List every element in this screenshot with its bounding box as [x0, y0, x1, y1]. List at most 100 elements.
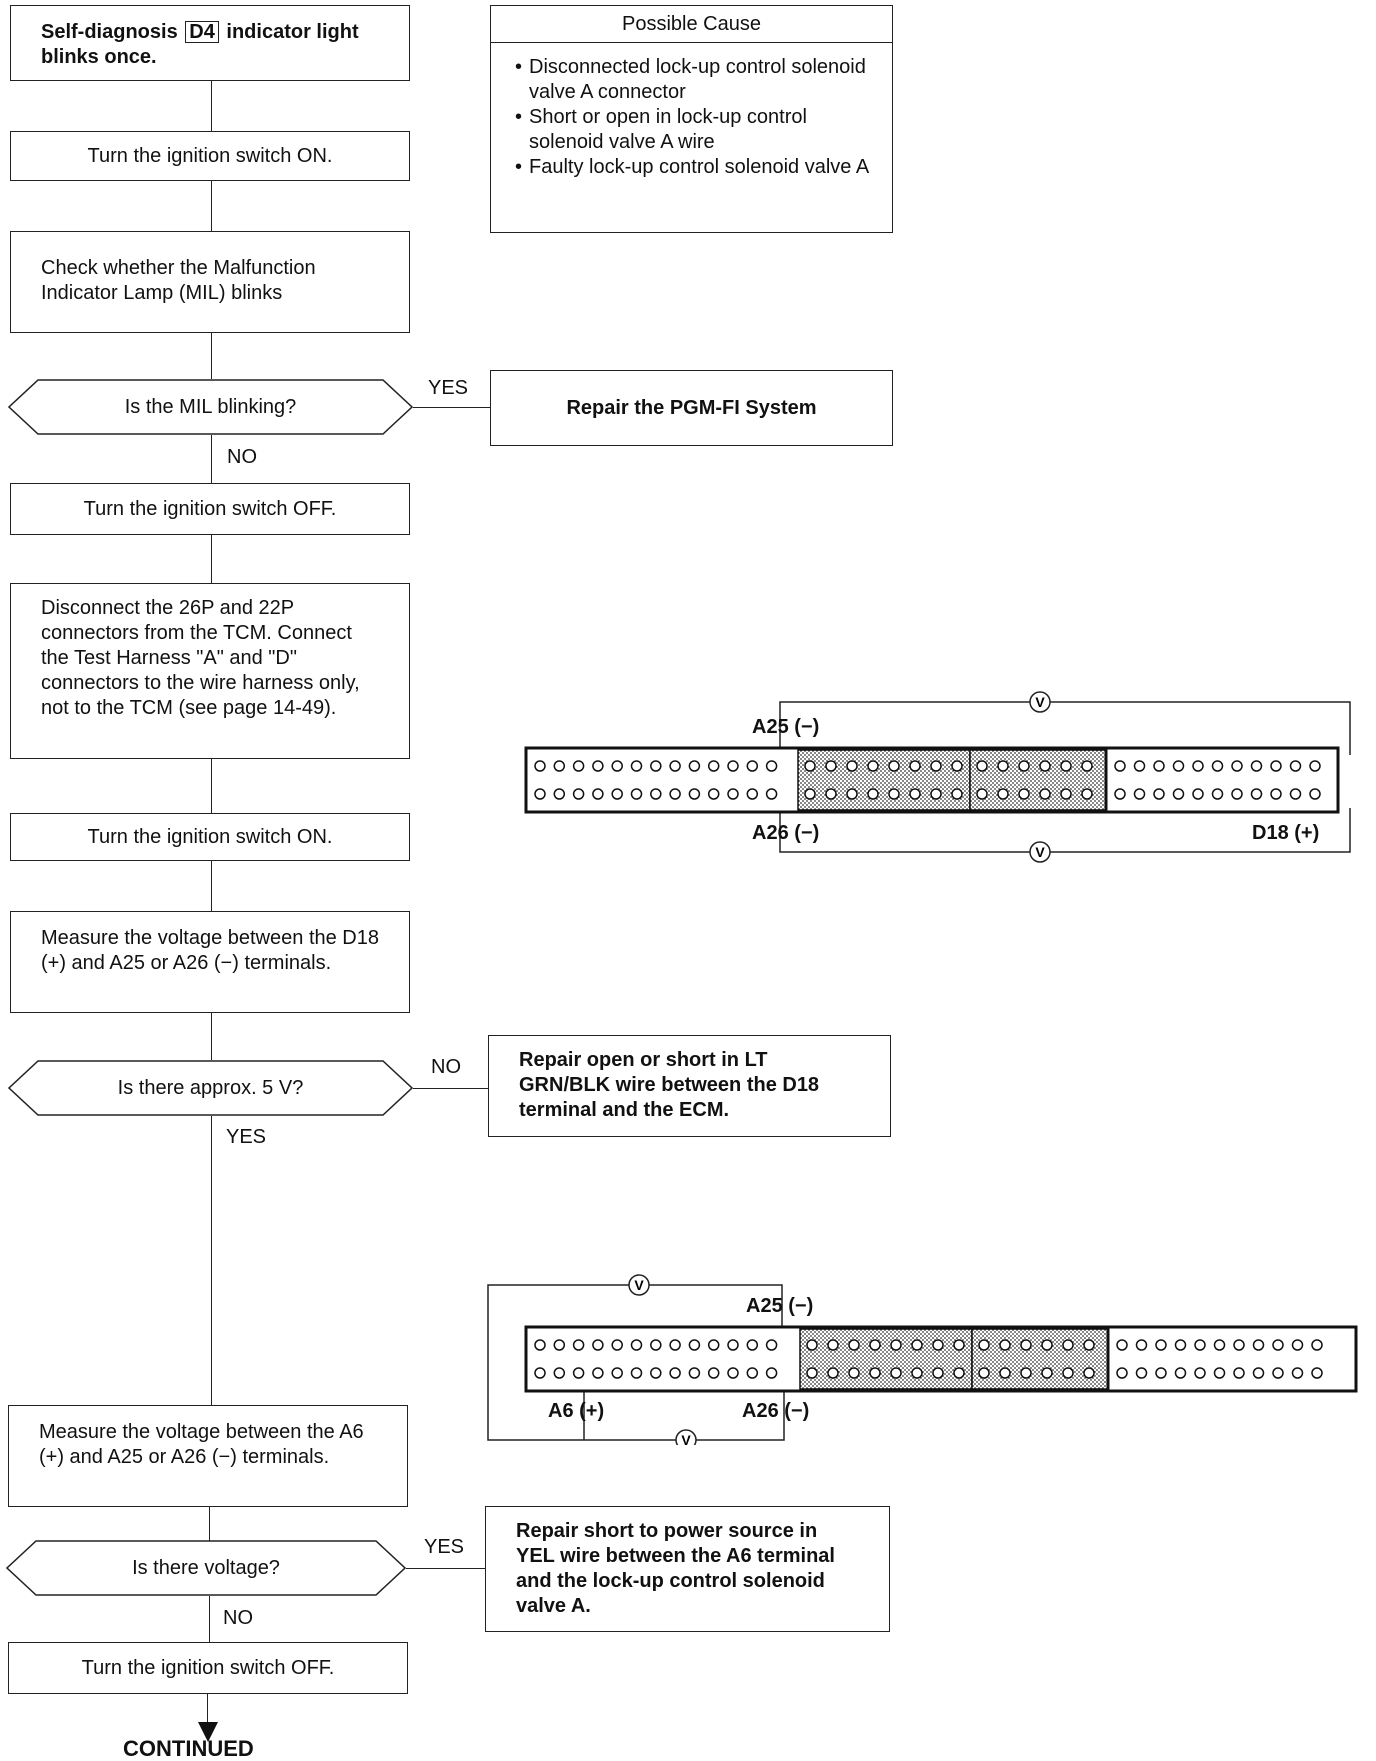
decision2-no-label: NO	[431, 1056, 461, 1078]
connector-pin	[1153, 760, 1165, 772]
connector-pin	[669, 1339, 681, 1351]
terminal-d18-label: D18 (+)	[1252, 822, 1320, 844]
repair-yel-wire-text: Repair short to power source in YEL wire…	[516, 1520, 835, 1617]
possible-cause-box: Possible Cause Disconnected lock-up cont…	[490, 5, 893, 233]
connector-pin	[572, 788, 585, 800]
connector-pin	[1213, 1339, 1226, 1351]
connector-pin	[1291, 1367, 1304, 1379]
connector-pin	[534, 788, 546, 800]
connector-pin	[1233, 1367, 1245, 1379]
connector-pins	[534, 760, 1321, 800]
connector-pin	[746, 788, 759, 800]
cause-item: Short or open in lock-up control solenoi…	[515, 105, 872, 155]
connector-pin	[1039, 760, 1051, 772]
connector-pin	[1194, 1367, 1206, 1379]
connector-pin	[1250, 788, 1263, 800]
decision-shape	[6, 1540, 406, 1596]
connector-pin	[1116, 1339, 1128, 1351]
connector-pin	[930, 788, 942, 800]
connector-pin	[707, 1339, 720, 1351]
connector-pin	[1194, 1339, 1206, 1351]
step-measure-a6-text: Measure the voltage between the A6 (+) a…	[39, 1421, 364, 1468]
connector-pin	[553, 1367, 566, 1379]
connector-shaded-section	[971, 1328, 1109, 1390]
connector-pin	[951, 760, 963, 772]
decision-approx-5v: Is there approx. 5 V?	[8, 1060, 413, 1116]
connector-shaded-section	[797, 749, 971, 811]
connector-pin	[572, 760, 585, 772]
connector-pin	[846, 760, 858, 772]
repair-pgm-fi-text: Repair the PGM-FI System	[566, 397, 817, 419]
connector-pin	[1213, 1367, 1226, 1379]
connector-pin	[825, 788, 837, 800]
connector-pin	[650, 1367, 662, 1379]
connector-pin	[727, 760, 739, 772]
connector-shaded-section	[799, 1328, 973, 1390]
arrow-line	[207, 1694, 208, 1728]
connector-shaded-section	[969, 749, 1107, 811]
connector-pin	[1291, 1339, 1304, 1351]
connector-pin	[1135, 1339, 1148, 1351]
connector-pin	[1081, 788, 1093, 800]
connector-pin	[976, 788, 988, 800]
connector-pin	[1039, 788, 1051, 800]
connector-pin	[1174, 1367, 1187, 1379]
start-text-pre: Self-diagnosis	[41, 21, 178, 43]
connector-pin	[890, 1339, 902, 1351]
connector-pin	[1250, 760, 1263, 772]
decision-mil-blinking: Is the MIL blinking?	[8, 379, 413, 435]
connector-pin	[997, 788, 1009, 800]
terminal-a6-label: A6 (+)	[548, 1400, 605, 1422]
connector-pin	[1211, 760, 1224, 772]
connector-pin	[1083, 1339, 1095, 1351]
connector-pin	[867, 760, 879, 772]
connector-pin	[534, 760, 546, 772]
connector-pin	[953, 1339, 965, 1351]
start-box: Self-diagnosis D4 indicator light blinks…	[10, 5, 410, 81]
connector-pin	[746, 760, 759, 772]
connector-pin	[688, 788, 701, 800]
connector-pin	[727, 1339, 739, 1351]
connector-line	[211, 181, 212, 231]
connector-pin	[592, 788, 604, 800]
connector-pin	[611, 1339, 623, 1351]
connector-pin	[804, 760, 816, 772]
connector-pin	[1018, 788, 1030, 800]
connector-pin	[1309, 788, 1321, 800]
connector-pin	[804, 788, 816, 800]
repair-lt-grn-blk-text: Repair open or short in LT GRN/BLK wire …	[519, 1049, 820, 1121]
connector-pin	[806, 1339, 818, 1351]
start-text-line2: blinks once.	[41, 46, 157, 68]
connector-pin	[707, 760, 720, 772]
connector-pin	[1211, 788, 1224, 800]
connector-pin	[909, 760, 921, 772]
connector-pin	[888, 788, 900, 800]
connector-pin	[1272, 1339, 1284, 1351]
connector-pin	[727, 1367, 739, 1379]
connector-pin	[1172, 760, 1185, 772]
connector-pin	[1174, 1339, 1187, 1351]
step-check-mil: Check whether the Malfunction Indicator …	[10, 231, 410, 333]
decision-shape	[8, 379, 413, 435]
step-ignition-on-2: Turn the ignition switch ON.	[10, 813, 410, 861]
connector-pins	[534, 1339, 1323, 1379]
meter-wire-top	[779, 701, 1351, 755]
connector-line	[211, 1116, 212, 1405]
connector-pin	[951, 788, 963, 800]
connector-pin	[1192, 788, 1204, 800]
connector-pin	[1060, 760, 1072, 772]
connector-pin	[1135, 1367, 1148, 1379]
connector-line	[211, 333, 212, 379]
connector-pin	[1252, 1367, 1265, 1379]
step-disconnect-connectors: Disconnect the 26P and 22P connectors fr…	[10, 583, 410, 759]
connector-pin	[650, 788, 662, 800]
possible-cause-title: Possible Cause	[491, 6, 892, 43]
connector-pin	[746, 1367, 759, 1379]
connector-pin	[827, 1367, 839, 1379]
connector-line	[211, 435, 212, 483]
connector-pin	[997, 760, 1009, 772]
connector-pin	[1289, 760, 1302, 772]
step-ignition-off-1: Turn the ignition switch OFF.	[10, 483, 410, 535]
step-check-mil-text: Check whether the Malfunction Indicator …	[41, 257, 316, 304]
voltmeter-symbol: V	[1035, 694, 1045, 710]
